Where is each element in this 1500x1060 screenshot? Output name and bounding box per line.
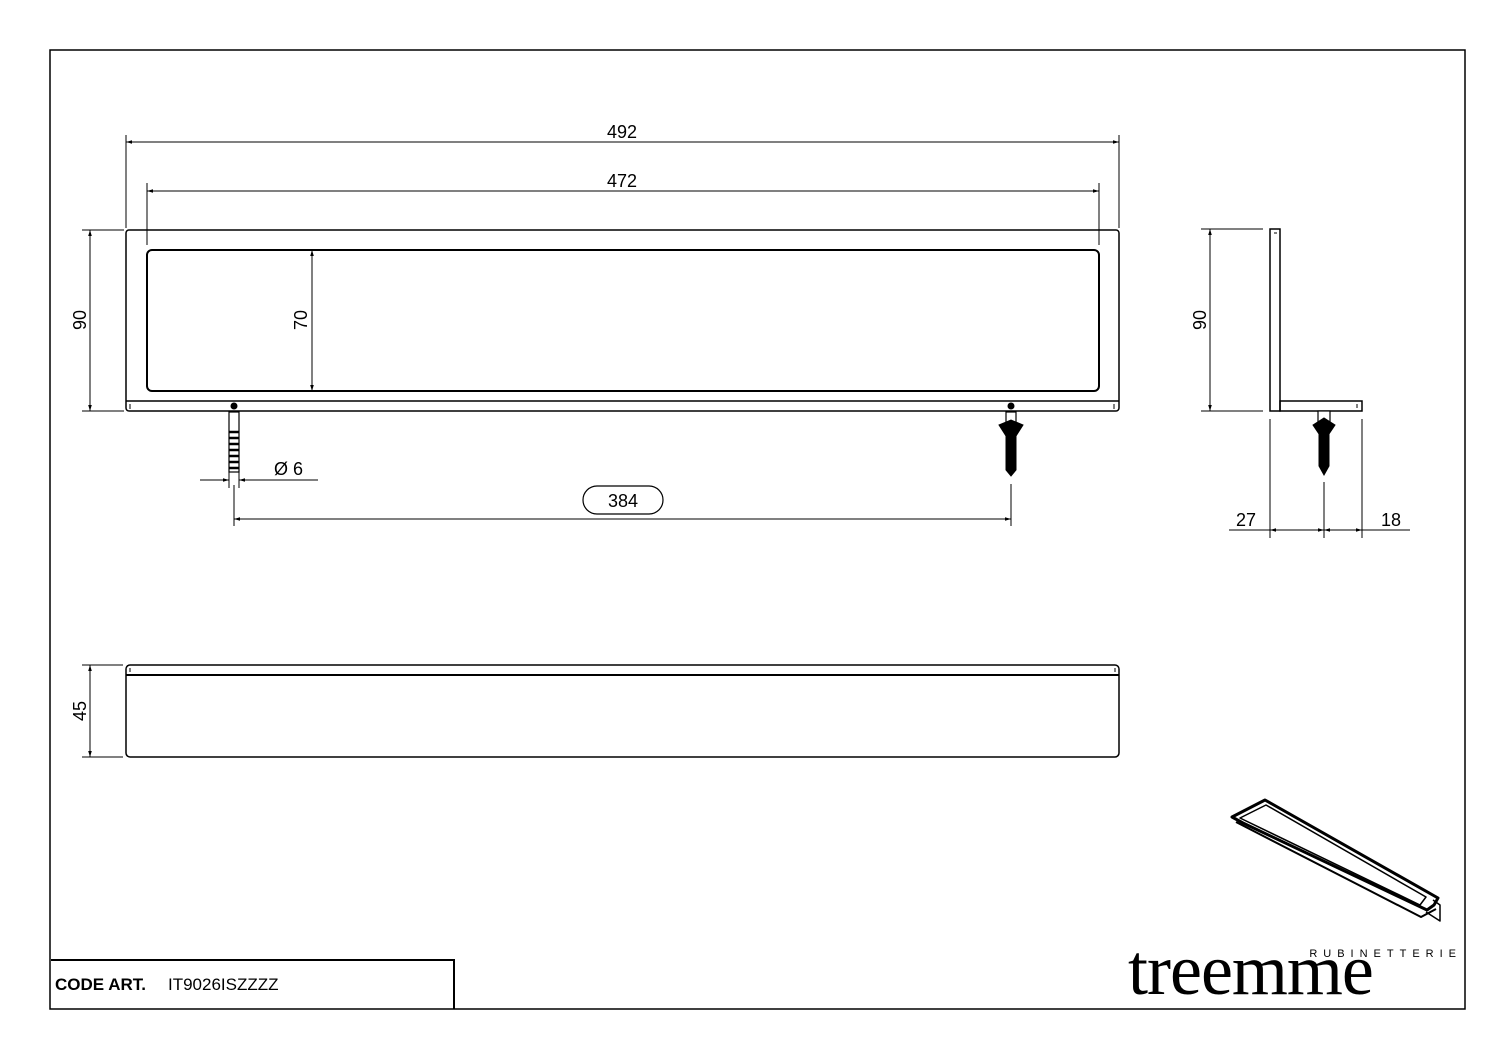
dim-side-depth-right: 18 bbox=[1381, 510, 1401, 530]
code-art-value: IT9026ISZZZZ bbox=[168, 975, 279, 994]
dim-inner-height: 70 bbox=[291, 310, 311, 330]
code-art-label: CODE ART. bbox=[55, 975, 146, 994]
dim-side-height: 90 bbox=[1190, 310, 1210, 330]
dim-side-depth-left: 27 bbox=[1236, 510, 1256, 530]
front-view bbox=[82, 135, 1120, 526]
side-view bbox=[1201, 228, 1410, 538]
logo-subtitle: RUBINETTERIE bbox=[1309, 948, 1462, 960]
dim-inner-width: 472 bbox=[607, 171, 637, 191]
title-block: CODE ART. IT9026ISZZZZ bbox=[51, 959, 455, 1009]
brand-logo: treemme RUBINETTERIE bbox=[1128, 934, 1468, 1010]
dim-overall-width: 492 bbox=[607, 122, 637, 142]
top-view bbox=[82, 664, 1120, 758]
dim-anchor-diameter: Ø 6 bbox=[274, 459, 303, 479]
isometric-view bbox=[1230, 798, 1441, 922]
sheet-border bbox=[49, 49, 1466, 1010]
dim-overall-height: 90 bbox=[70, 310, 90, 330]
dim-top-depth: 45 bbox=[70, 701, 90, 721]
dim-anchor-spacing: 384 bbox=[608, 491, 638, 511]
logo-brand-text: treemme bbox=[1128, 930, 1374, 1010]
